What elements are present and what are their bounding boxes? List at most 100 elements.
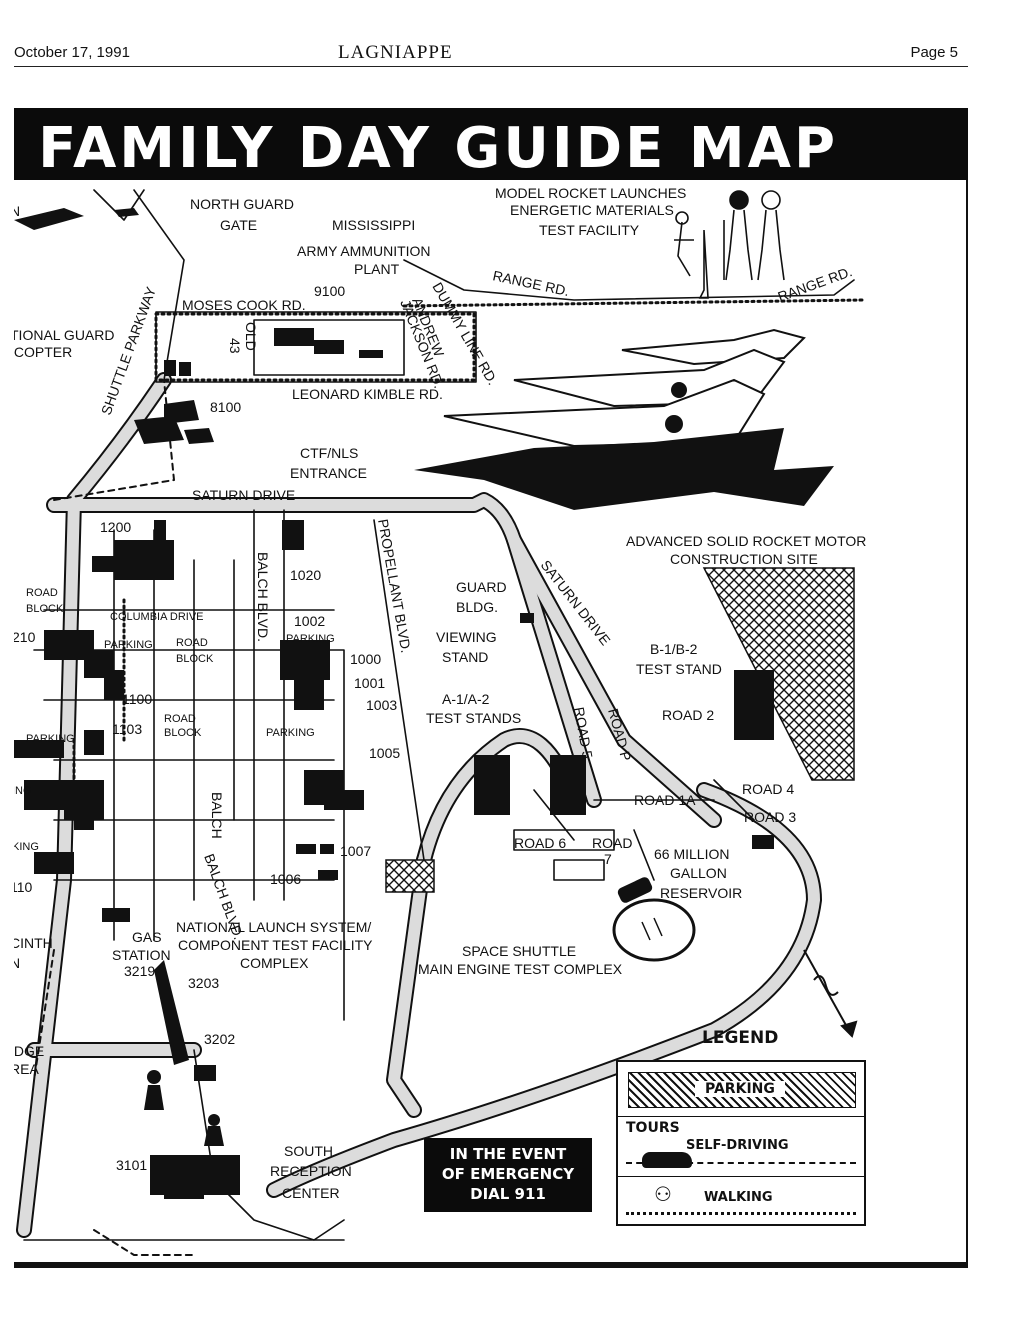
map-frame (14, 180, 968, 1268)
label-mississippi-plant: MISSISSIPPI (332, 217, 415, 233)
label-parking-1: PARKING (104, 639, 153, 651)
construction-site-area (702, 567, 855, 781)
label-1020: 1020 (290, 567, 321, 583)
label-1007: 1007 (340, 843, 371, 859)
buildings (14, 208, 774, 1199)
svg-text:ENTRANCE: ENTRANCE (290, 465, 367, 481)
svg-text:COMPLEX: COMPLEX (240, 955, 309, 971)
svg-text:PLANT: PLANT (354, 261, 400, 277)
label-1003: 1003 (366, 697, 397, 713)
label-1200: 1200 (100, 519, 131, 535)
label-road-3: ROAD 3 (744, 809, 796, 825)
legend-walking-line (626, 1212, 856, 1215)
walking-people-icon: ⚇ (654, 1182, 672, 1206)
svg-text:CENTER: CENTER (282, 1185, 340, 1201)
legend-driving-line (626, 1162, 856, 1164)
label-propellant-blvd: PROPELLANT BLVD. (375, 518, 414, 654)
label-gas-station: GAS (132, 929, 162, 945)
title-banner: NTER FAMILY DAY GUIDE MAP (14, 108, 968, 180)
legend-box: PARKING TOURS SELF-DRIVING ⚇ WALKING (616, 1060, 866, 1226)
north-arrow-icon (803, 949, 858, 1038)
label-9100: 9100 (314, 283, 345, 299)
label-columbia-drive: COLUMBIA DRIVE (110, 611, 204, 623)
label-range-rd-2: RANGE RD. (776, 263, 855, 305)
emergency-line-2: OF EMERGENCY (441, 1165, 575, 1183)
legend-parking-swatch: PARKING (628, 1072, 856, 1108)
svg-text:GATE: GATE (220, 217, 257, 233)
label-balch-2: BALCH (209, 792, 225, 839)
svg-text:TEST FACILITY: TEST FACILITY (539, 222, 640, 238)
svg-text:BLDG.: BLDG. (456, 599, 498, 615)
label-road-4: ROAD 4 (742, 781, 794, 797)
nls-test-facility-area (385, 859, 435, 893)
label-1006: 1006 (270, 871, 301, 887)
rocket-launch-illustration (674, 190, 785, 299)
label-3202: 3202 (204, 1031, 235, 1047)
label-n-left: N (14, 203, 20, 219)
svg-text:BLOCK: BLOCK (26, 603, 64, 615)
svg-text:3219: 3219 (124, 963, 155, 979)
label-ctf-nls: CTF/NLS (300, 445, 358, 461)
label-old-hwy: OLD (243, 322, 259, 351)
label-leonard-kimble: LEONARD KIMBLE RD. (292, 386, 443, 402)
header-rule (14, 66, 968, 67)
svg-text:ICOPTER: ICOPTER (14, 344, 72, 360)
label-3203: 3203 (188, 975, 219, 991)
svg-text:ARMY AMMUNITION: ARMY AMMUNITION (297, 243, 431, 259)
svg-text:CONSTRUCTION SITE: CONSTRUCTION SITE (670, 551, 818, 567)
label-ing-1: ING (14, 785, 32, 797)
svg-text:TEST STANDS: TEST STANDS (426, 710, 521, 726)
map-title: NTER FAMILY DAY GUIDE MAP (14, 116, 838, 180)
label-3101: 3101 (116, 1157, 147, 1173)
jet-illustration (414, 328, 834, 510)
label-cinth: CINTH (14, 935, 53, 951)
label-road-6: ROAD 6 (514, 835, 566, 851)
svg-text:43: 43 (227, 338, 243, 354)
label-parking-4: PARKING (266, 727, 315, 739)
label-national-guard: TIONAL GUARD (14, 327, 115, 343)
label-guard-bldg: GUARD (456, 579, 507, 595)
label-1000: 1000 (350, 651, 381, 667)
emergency-line-3: DIAL 911 (470, 1185, 546, 1203)
emergency-notice: IN THE EVENT OF EMERGENCY DIAL 911 (424, 1138, 592, 1212)
svg-text:TEST STAND: TEST STAND (636, 661, 722, 677)
emergency-box (424, 1238, 594, 1239)
label-balch-blvd: BALCH BLVD. (255, 552, 271, 642)
svg-text:REA: REA (14, 1061, 39, 1077)
svg-text:N: N (14, 955, 20, 971)
label-moses-cook: MOSES COOK RD. (182, 297, 306, 313)
issue-date: October 17, 1991 (14, 44, 130, 61)
svg-text:STATION: STATION (112, 947, 171, 963)
svg-text:COMPONENT TEST FACILITY: COMPONENT TEST FACILITY (178, 937, 373, 953)
legend-self-driving-label: SELF-DRIVING (686, 1138, 789, 1153)
label-a1-a2: A-1/A-2 (442, 691, 490, 707)
svg-text:MAIN ENGINE TEST COMPLEX: MAIN ENGINE TEST COMPLEX (418, 961, 623, 977)
people-illustration (144, 1070, 224, 1146)
label-saturn-drive: SATURN DRIVE (192, 487, 295, 503)
label-viewing-stand: VIEWING (436, 629, 497, 645)
label-1001: 1001 (354, 675, 385, 691)
legend-parking-label: PARKING (695, 1081, 785, 1097)
label-1005: 1005 (369, 745, 400, 761)
label-road-block-2: ROAD (176, 637, 208, 649)
svg-text:RESERVOIR: RESERVOIR (660, 885, 742, 901)
label-road-1a: ROAD 1A (634, 792, 696, 808)
label-road-block-1: ROAD (26, 587, 58, 599)
label-nls: NATIONAL LAUNCH SYSTEM/ (176, 919, 371, 935)
emergency-line-1: IN THE EVENT (449, 1145, 567, 1163)
label-model-rocket: MODEL ROCKET LAUNCHES (495, 185, 686, 201)
label-parking-2: PARKING (286, 633, 335, 645)
legend-title: LEGEND (702, 1028, 779, 1048)
reservoir-icon (612, 877, 696, 962)
label-1002: 1002 (294, 613, 325, 629)
label-road-block-3: ROAD (164, 713, 196, 725)
label-north-guard-gate: NORTH GUARD (190, 196, 294, 212)
label-parking-3: PARKING (26, 733, 75, 745)
page-number: Page 5 (910, 44, 958, 61)
svg-text:STAND: STAND (442, 649, 488, 665)
svg-text:RECEPTION: RECEPTION (270, 1163, 352, 1179)
publication-name: LAGNIAPPE (338, 42, 453, 63)
svg-text:BLOCK: BLOCK (176, 653, 214, 665)
label-110: 110 (14, 879, 33, 895)
label-b1-b2: B-1/B-2 (650, 641, 698, 657)
